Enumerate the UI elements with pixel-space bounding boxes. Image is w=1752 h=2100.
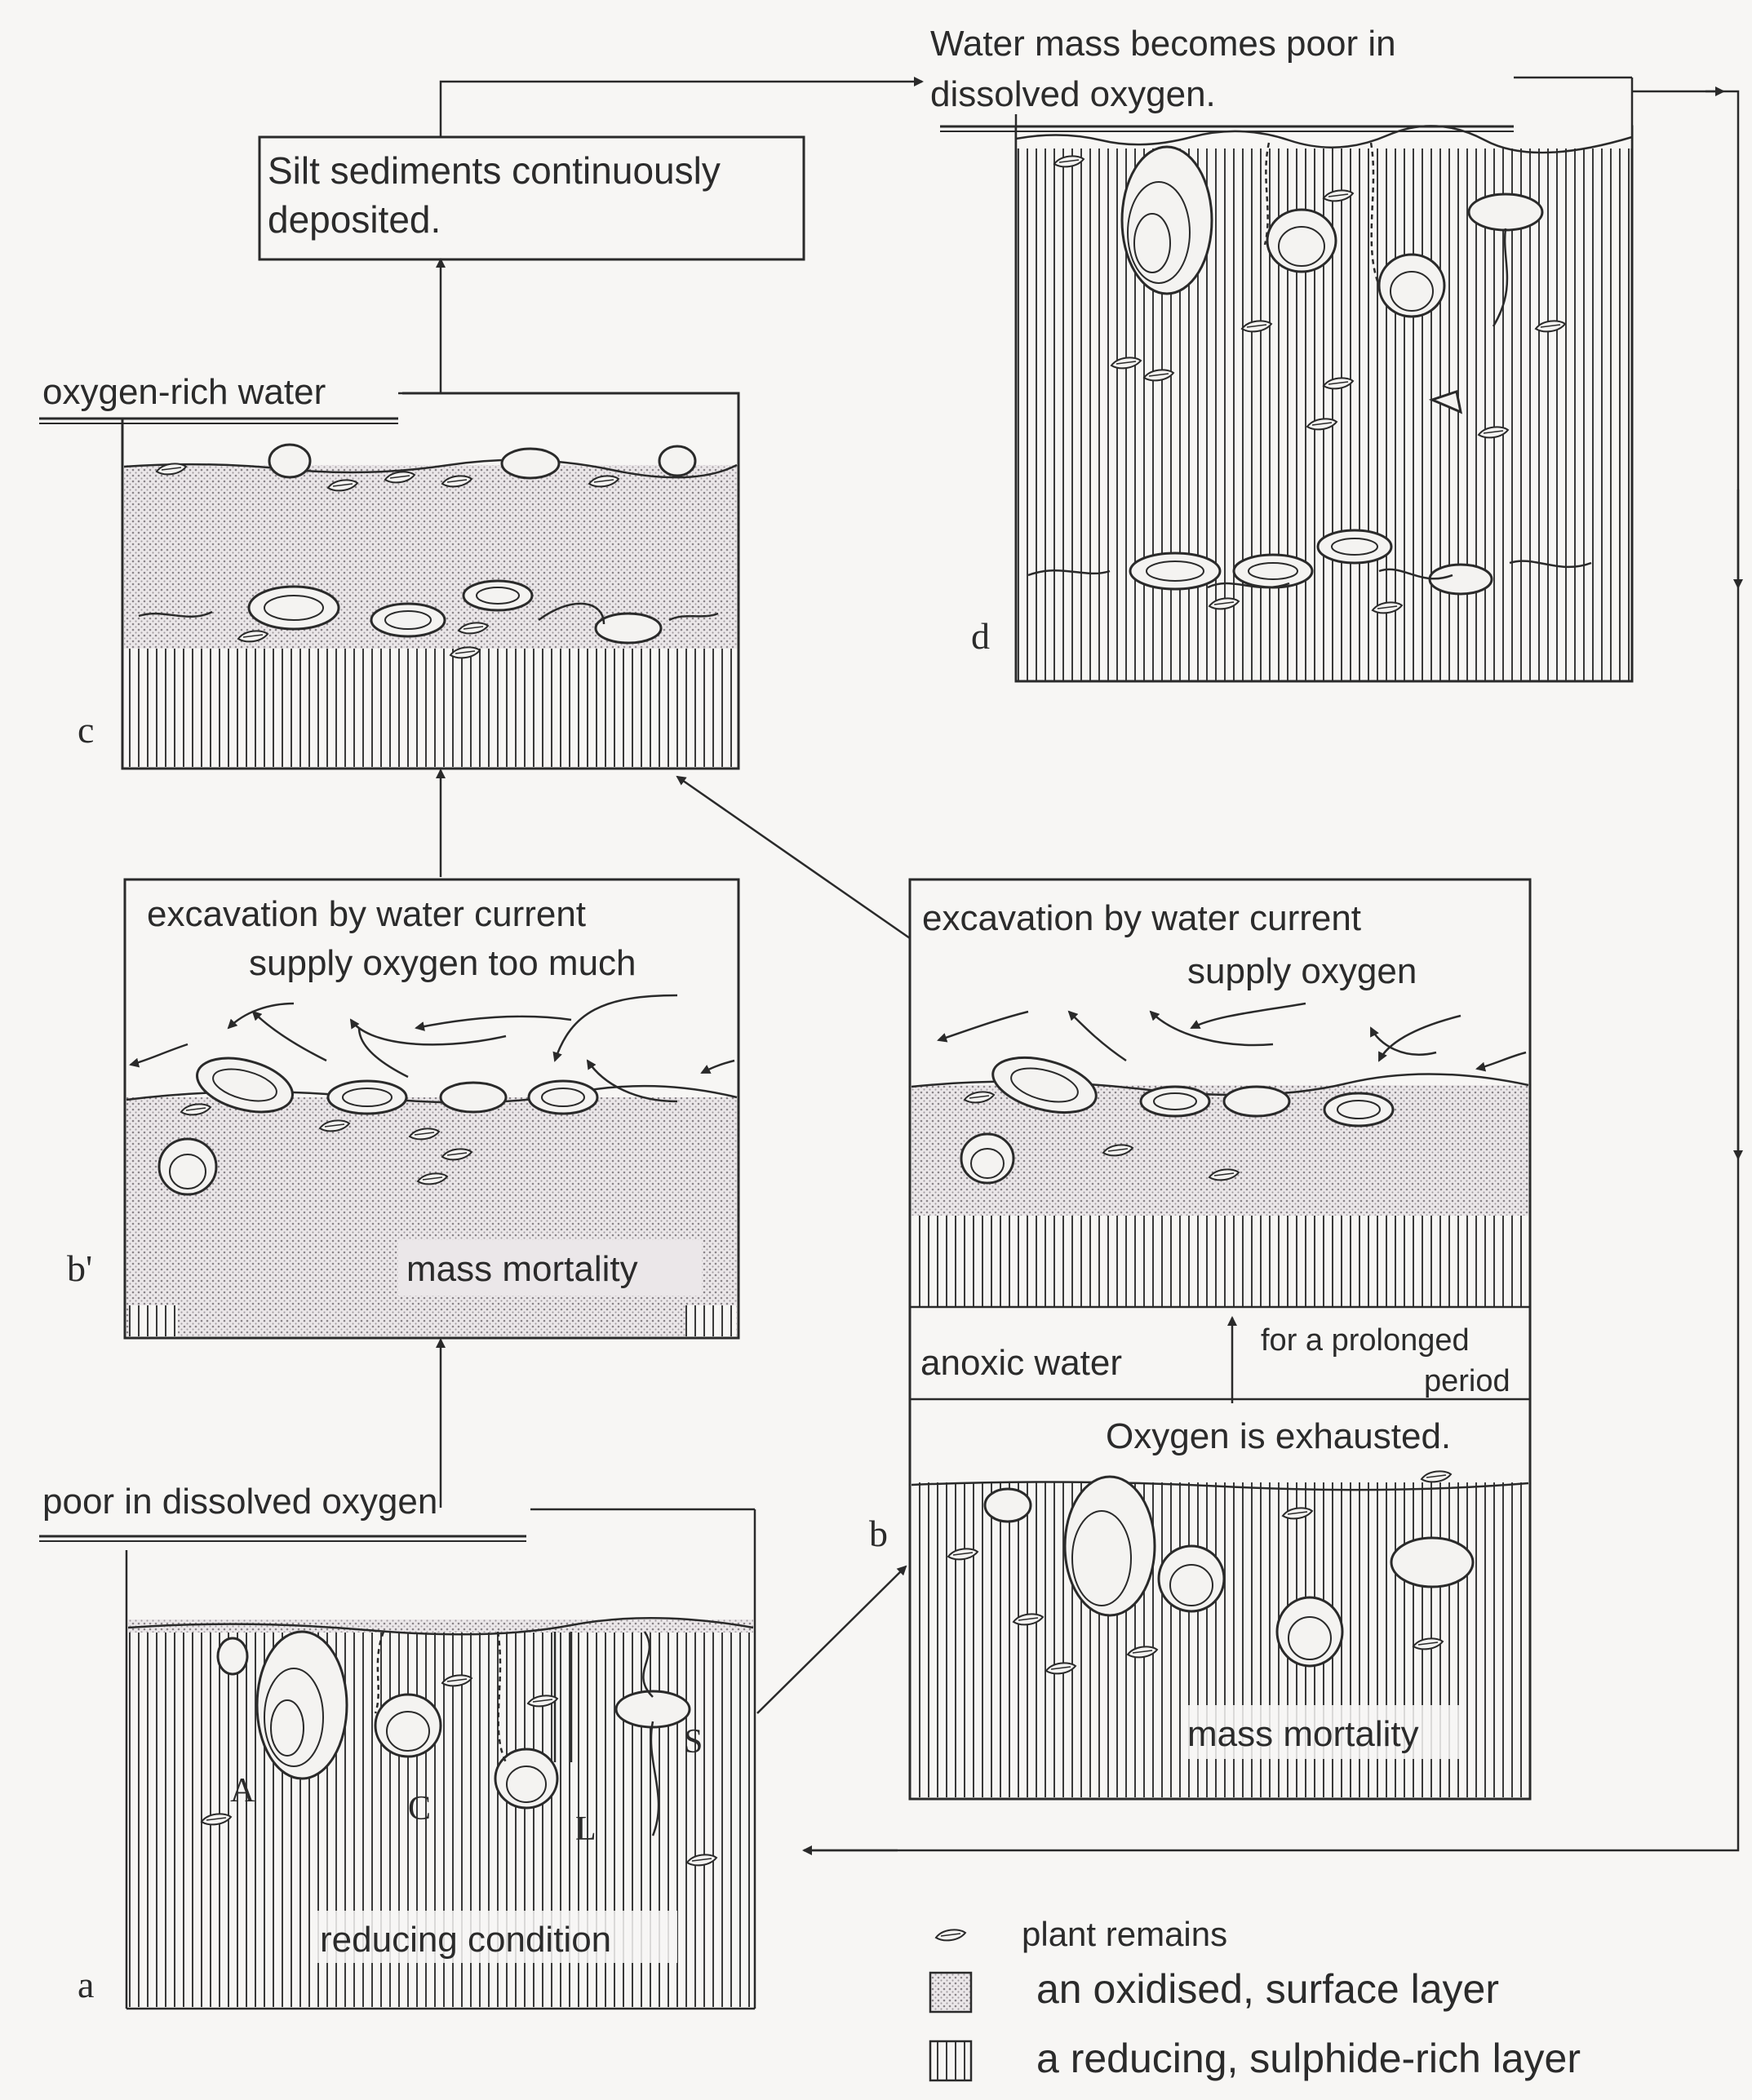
shell-icon [441,1083,506,1112]
silt-text-2: deposited. [268,198,441,241]
panel-bprime-caption: mass mortality [406,1249,638,1289]
arrow-a-to-b [757,1566,906,1713]
shell-icon [1391,1538,1473,1587]
shell-icon [961,1134,1013,1183]
panel-c-reducing-layer [124,649,737,767]
panel-b: excavation by water current supply oxyge… [910,879,1530,1799]
shell-icon [371,604,445,636]
shell-icon [257,1632,347,1779]
shell-icon [1234,555,1312,587]
panel-a-water-text: poor in dissolved oxygen [42,1482,437,1522]
shell-icon [1379,255,1444,317]
shell-icon [1324,1093,1393,1126]
panel-bprime-text-2: supply oxygen too much [249,943,636,983]
shell-icon [328,1081,406,1114]
shell-icon [1159,1546,1224,1611]
panel-b-caption: mass mortality [1187,1714,1419,1754]
panel-b-exhausted-text: Oxygen is exhausted. [1106,1416,1451,1456]
panel-b-water-text: anoxic water [920,1343,1122,1383]
shell-icon [529,1081,597,1114]
silt-text-1: Silt sediments continuously [268,149,721,192]
panel-b-label: b [869,1513,888,1554]
panel-bprime-text-1: excavation by water current [147,894,586,934]
legend-plant-text: plant remains [1022,1915,1227,1953]
panel-d-water-text-1: Water mass becomes poor in [930,24,1396,64]
panel-b-reducing-layer [911,1216,1528,1307]
shell-icon [1065,1477,1155,1615]
panel-a-label: a [78,1964,94,2005]
panel-bprime: excavation by water current supply oxyge… [67,879,739,1338]
shell-icon [502,449,559,478]
panel-d: d [971,78,1632,681]
panel-b-text-1: excavation by water current [922,898,1361,938]
shell-icon [1318,530,1391,563]
shell-icon [464,581,532,610]
shell-icon [1141,1087,1209,1116]
shell-icon [375,1695,441,1757]
shell-icon [596,614,661,643]
panel-a: A C L S reducing condition a [78,1509,755,2009]
silt-sediments-box: Silt sediments continuously deposited. [259,137,804,259]
legend-reducing-swatch [930,2041,971,2080]
shell-icon [1224,1087,1289,1116]
panel-c-water-text: oxygen-rich water [42,372,326,412]
panel-c-label: c [78,709,94,751]
panel-d-water-text-2: dissolved oxygen. [930,74,1216,114]
organism-label-s: S [684,1723,703,1761]
legend-oxidised-text: an oxidised, surface layer [1036,1966,1499,2012]
shell-icon [269,445,310,477]
shell-icon [218,1638,247,1674]
legend: plant remains an oxidised, surface layer… [930,1915,1581,2081]
shell-icon [159,1139,216,1194]
legend-reducing-text: a reducing, sulphide-rich layer [1036,2036,1581,2081]
organism-label-c: C [408,1790,431,1828]
shell-icon [1122,147,1212,294]
organism-label-l: L [575,1810,597,1848]
shell-icon [659,446,695,476]
panel-c: c [78,393,739,769]
legend-oxidised-swatch [930,1973,971,2012]
panel-b-period-text-1: for a prolonged [1261,1323,1470,1358]
plant-icon [936,1929,965,1940]
panel-b-text-2: supply oxygen [1187,951,1417,991]
shell-icon [1267,210,1336,272]
shell-icon [1277,1597,1342,1666]
shell-icon [1130,553,1220,589]
panel-bprime-label: b' [67,1247,92,1289]
shell-icon [985,1489,1031,1522]
arrow-silt-to-d [441,82,922,137]
panel-b-period-text-2: period [1424,1364,1510,1398]
panel-d-label: d [971,615,990,657]
organism-label-a: A [230,1772,255,1810]
shell-icon [249,587,339,629]
panel-a-caption: reducing condition [320,1920,611,1960]
